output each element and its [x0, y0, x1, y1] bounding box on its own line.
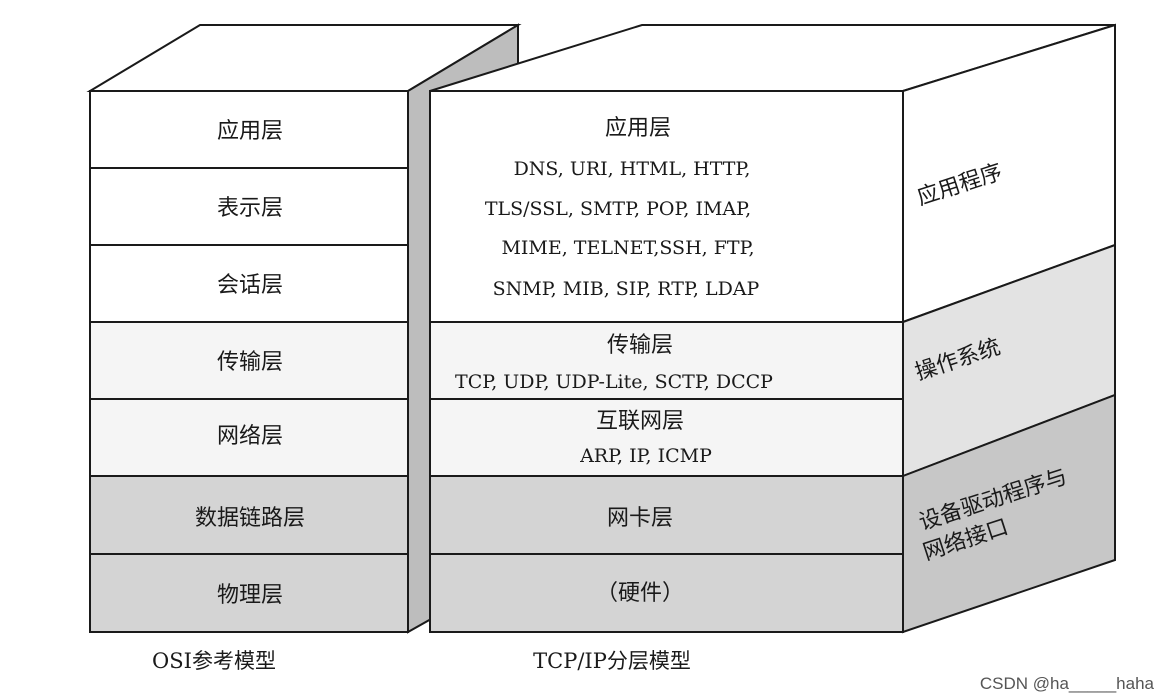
osi-row-datalink	[89, 475, 409, 555]
tcpip-label-internet: 互联网层	[596, 409, 684, 434]
osi-label-datalink: 数据链路层	[195, 506, 305, 531]
osi-label-session: 会话层	[217, 273, 283, 298]
tcpip-row-internet	[429, 398, 904, 477]
tcpip-row-application	[429, 90, 904, 323]
osi-caption: OSI参考模型	[152, 649, 276, 673]
tcpip-label-physical: （硬件）	[596, 581, 684, 606]
tcpip-row-physical	[429, 553, 904, 633]
osi-label-presentation: 表示层	[217, 196, 283, 221]
osi-row-application	[89, 90, 409, 169]
tcpip-caption: TCP/IP分层模型	[533, 649, 691, 673]
tcpip-app-protocols-1: DNS, URI, HTML, HTTP,	[514, 158, 751, 180]
tcpip-label-application: 应用层	[605, 116, 671, 141]
osi-row-network	[89, 398, 409, 477]
tcpip-row-transport	[429, 321, 904, 400]
tcpip-app-protocols-3: MIME, TELNET,SSH, FTP,	[501, 237, 754, 259]
osi-row-transport	[89, 321, 409, 400]
tcpip-transport-protocols: TCP, UDP, UDP-Lite, SCTP, DCCP	[455, 371, 773, 393]
tcpip-row-link	[429, 475, 904, 555]
osi-label-application: 应用层	[217, 119, 283, 144]
tcpip-internet-protocols: ARP, IP, ICMP	[579, 445, 712, 467]
osi-row-session	[89, 244, 409, 323]
osi-label-network: 网络层	[217, 424, 283, 449]
osi-row-physical	[89, 553, 409, 633]
osi-label-transport: 传输层	[217, 350, 283, 375]
tcpip-app-protocols-2: TLS/SSL, SMTP, POP, IMAP,	[485, 198, 751, 220]
osi-label-physical: 物理层	[217, 583, 283, 608]
tcpip-label-transport: 传输层	[607, 333, 673, 358]
tcpip-app-protocols-4: SNMP, MIB, SIP, RTP, LDAP	[493, 278, 760, 300]
tcpip-label-link: 网卡层	[607, 506, 673, 531]
watermark: CSDN @ha_____haha	[979, 674, 1154, 693]
